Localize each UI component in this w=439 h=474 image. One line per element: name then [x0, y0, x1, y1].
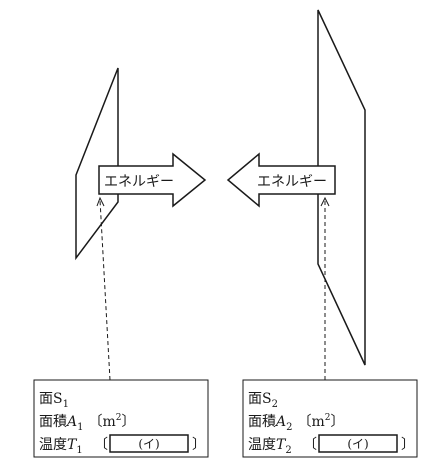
energy-arrow-left-label: エネルギー	[257, 174, 327, 190]
box1-blank-label: (イ)	[138, 437, 159, 451]
energy-arrow-left	[226, 152, 336, 208]
box2-surface-line: 面S2	[248, 391, 278, 410]
leader-arrowhead-s1	[96, 196, 105, 207]
box2-blank-label: (イ)	[347, 437, 368, 451]
leader-arrowhead-s2	[320, 196, 330, 207]
box1-answer-blank	[109, 434, 189, 453]
energy-arrow-right	[98, 152, 207, 208]
energy-arrow-right-label: エネルギー	[104, 174, 174, 190]
surface-s1-plate	[75, 67, 119, 261]
leader-line-s1	[99, 199, 111, 381]
box2-bracket-open: 〔	[303, 437, 317, 453]
box2-answer-blank	[318, 434, 398, 453]
box1-bracket-open: 〔	[94, 437, 108, 453]
box2-temp-line: 温度T2	[248, 437, 292, 456]
box2-bracket-close: 〕	[401, 437, 415, 453]
box1-area-line: 面積A1〔m2〕	[39, 413, 136, 433]
box1-surface-line: 面S1	[39, 391, 69, 410]
box1-bracket-close: 〕	[192, 437, 206, 453]
box2-area-line: 面積A2〔m2〕	[248, 413, 345, 433]
box1-temp-line: 温度T1	[39, 437, 83, 456]
